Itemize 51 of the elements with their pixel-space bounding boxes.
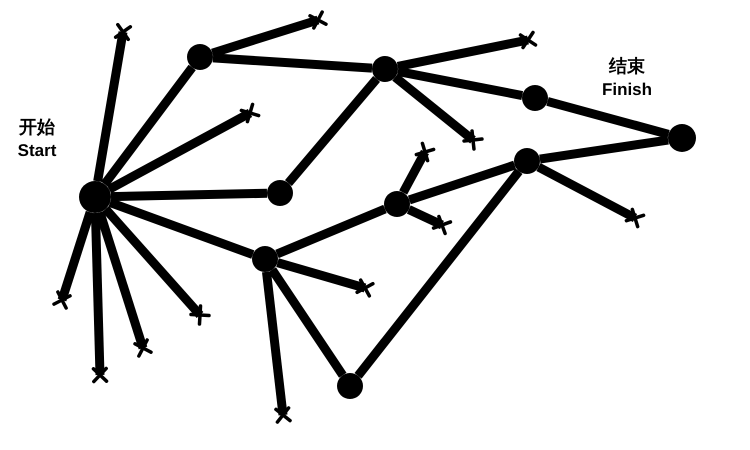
connector-line bbox=[392, 74, 476, 144]
dead-end-cross bbox=[51, 289, 73, 311]
connector-line bbox=[212, 53, 372, 73]
node-subtitle: Start bbox=[18, 140, 56, 161]
junction-node bbox=[372, 56, 398, 82]
connector-line bbox=[108, 198, 254, 259]
connector-line bbox=[101, 64, 196, 187]
connector-line bbox=[539, 136, 669, 164]
junction-node bbox=[187, 44, 213, 70]
connector-line bbox=[90, 212, 104, 376]
connector-line bbox=[396, 36, 529, 71]
junction-node bbox=[267, 180, 293, 206]
dead-end-cross bbox=[189, 304, 211, 326]
connector-line bbox=[102, 206, 204, 318]
junction-node bbox=[252, 246, 278, 272]
connector-line bbox=[399, 150, 429, 195]
dead-end-cross bbox=[272, 404, 294, 426]
node-title: 开始 bbox=[19, 117, 55, 140]
connector-line bbox=[93, 31, 128, 182]
connector-line bbox=[276, 258, 366, 292]
junction-node bbox=[337, 373, 363, 399]
connector-line bbox=[408, 160, 516, 204]
connector-line bbox=[284, 76, 380, 186]
connector-line bbox=[268, 267, 346, 378]
dead-end-cross bbox=[132, 337, 154, 359]
node-subtitle: Finish bbox=[602, 78, 652, 100]
dead-end-cross bbox=[517, 29, 539, 51]
dead-end-cross bbox=[307, 9, 329, 31]
dead-end-cross bbox=[112, 21, 134, 43]
junction-node bbox=[514, 148, 540, 174]
connector-line bbox=[58, 210, 94, 302]
dead-end-cross bbox=[89, 364, 111, 386]
dead-end-cross bbox=[431, 214, 453, 236]
dead-end-cross bbox=[354, 277, 376, 299]
dead-end-cross bbox=[624, 207, 646, 229]
connector-line bbox=[396, 67, 524, 100]
junction-node bbox=[522, 85, 548, 111]
connector-line bbox=[262, 271, 288, 416]
connector-line bbox=[536, 163, 638, 222]
connector-line bbox=[406, 205, 444, 230]
junction-node bbox=[384, 191, 410, 217]
connector-line bbox=[546, 97, 670, 139]
connector-line bbox=[275, 204, 387, 258]
connector-line bbox=[106, 109, 252, 194]
dead-end-cross bbox=[414, 141, 436, 163]
dead-end-cross bbox=[462, 129, 484, 151]
connector-line bbox=[110, 188, 268, 202]
connector-line bbox=[211, 16, 320, 58]
node-title: 结束 bbox=[609, 56, 645, 78]
connector-line bbox=[354, 168, 522, 379]
dead-end-cross bbox=[239, 102, 261, 124]
